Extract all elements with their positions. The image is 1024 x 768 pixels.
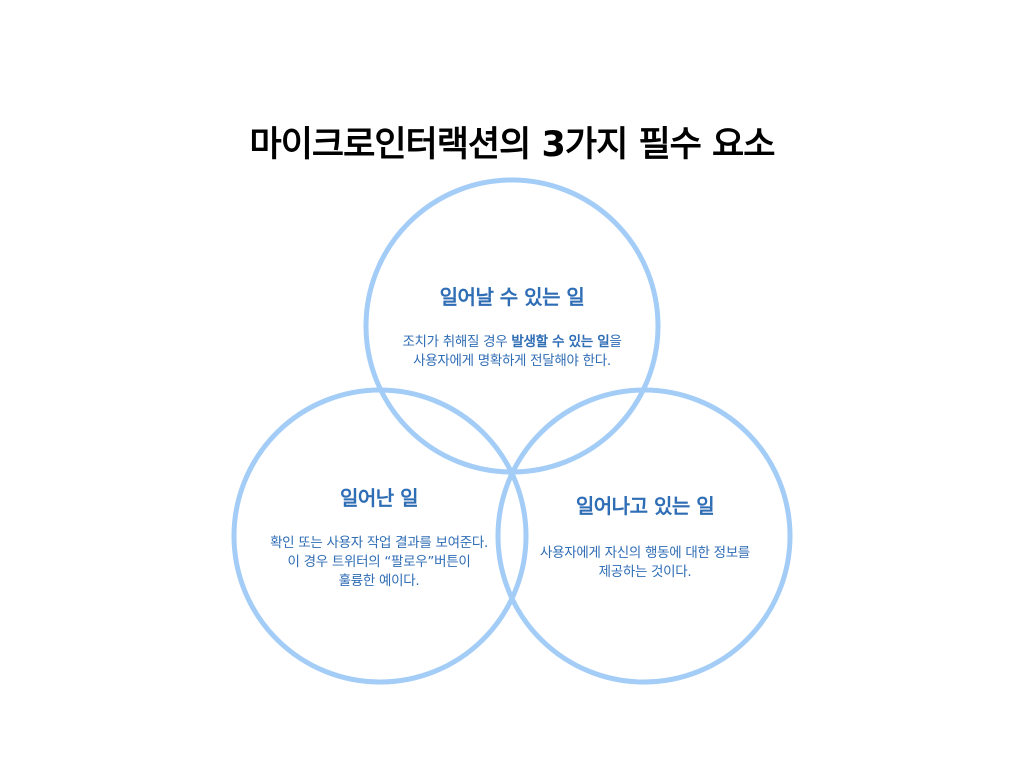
diagram-title: 마이크로인터랙션의 3가지 필수 요소 <box>249 125 776 165</box>
desc-text: 사용자에게 자신의 행동에 대한 정보를 <box>540 545 750 561</box>
desc-text: 조치가 취해질 경우 <box>402 334 512 350</box>
circle-top <box>363 177 661 475</box>
desc-might-happen: 조치가 취해질 경우 발생할 수 있는 일을 사용자에게 명확하게 전달해야 한… <box>362 333 662 371</box>
desc-text: 확인 또는 사용자 작업 결과를 보여준다. <box>270 535 488 551</box>
desc-text: 을 <box>609 334 622 350</box>
desc-text: 훌륭한 예이다. <box>338 573 420 589</box>
desc-bold-text: 발생할 수 있는 일 <box>511 334 610 350</box>
desc-happened: 확인 또는 사용자 작업 결과를 보여준다. 이 경우 트위터의 “팔로우”버튼… <box>229 534 529 591</box>
desc-happening: 사용자에게 자신의 행동에 대한 정보를 제공하는 것이다. <box>495 544 795 582</box>
circle-left <box>231 387 529 685</box>
circle-right <box>495 387 793 685</box>
desc-text: 이 경우 트위터의 “팔로우”버튼이 <box>287 554 471 570</box>
heading-happened: 일어난 일 <box>339 486 419 510</box>
heading-happening: 일어나고 있는 일 <box>575 494 715 518</box>
heading-might-happen: 일어날 수 있는 일 <box>439 285 585 309</box>
desc-text: 사용자에게 명확하게 전달해야 한다. <box>413 353 611 369</box>
desc-text: 제공하는 것이다. <box>598 564 692 580</box>
